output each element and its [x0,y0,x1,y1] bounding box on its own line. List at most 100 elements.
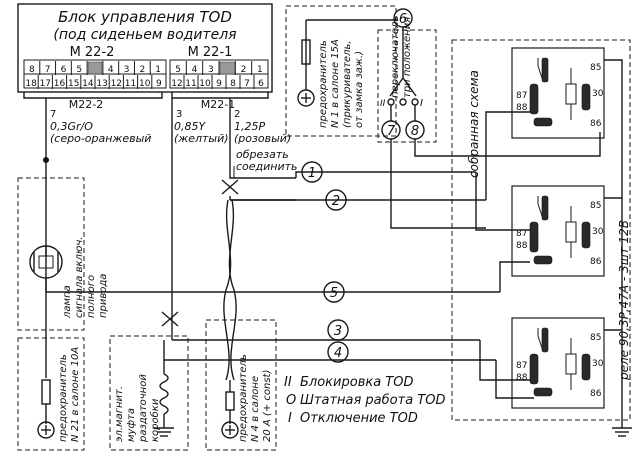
relay-2-pin-87 [529,221,539,253]
left-bot-pin-17: 17 [40,79,51,89]
left-top-pin-6: 6 [61,65,67,75]
left-bot-pin-18: 18 [25,79,37,89]
lamp-line3: полного [86,275,97,318]
ecu-title-line1: Блок управления TOD [58,8,232,26]
relay-3-pin-30 [581,353,591,381]
wire-7-number: 7 [50,109,56,120]
relay-3-pin-87 [529,353,539,385]
line-3-label: 3 [334,324,342,339]
legend-sym-2: O [286,393,296,408]
legend-text-1: Блокировка TOD [300,375,413,390]
left-top-pin-2: 2 [139,65,145,75]
fuse-4-element [225,391,235,411]
relay-3-label-85: 85 [590,333,601,343]
plug-right-label: M22-1 [201,98,235,111]
left-bot-pin-13: 13 [96,79,107,89]
switch-pin-right: 8 [411,124,419,139]
left-top-pin-8: 8 [29,65,35,75]
ecu-conn-left-label: M 22-2 [70,45,115,60]
lamp-line2: сигнала включ. [74,237,85,318]
right-bot-pin-10: 10 [199,79,211,89]
plug-right [171,92,269,99]
line-2-label: 2 [332,194,340,209]
fuse-4-line1: предохранитель [238,354,249,442]
left-bot-pin-12: 12 [111,79,122,89]
right-top-pin-4: 4 [192,65,198,75]
relay-1-pin-86-bar [533,117,553,127]
left-bot-pin-10: 10 [139,79,151,89]
relay-1-label-85: 85 [590,63,601,73]
left-bot-pin-9: 9 [156,79,162,89]
switch-label-line2: три положения [402,17,413,98]
relay-wire-2 [485,111,530,200]
fuse-21-branch: предохранитель N 21 в салоне 10А [17,337,85,451]
switch-label-line1: переключатель [390,16,401,98]
left-top-pin-7: 7 [45,65,51,75]
ecu-wires: 7 0,3Gr/O (серо-оранжевый 3 0,85Y (желты… [43,98,298,381]
clutch-line1: эл.магнит. [114,386,125,442]
left-top-pin-4: 4 [108,65,114,75]
relay-2-label-88: 88 [516,241,528,251]
cut-note-line1: обрезать [236,148,289,161]
right-bot-pin-11: 11 [185,79,196,89]
line-5-label: 5 [330,286,338,301]
relay-3-label-86: 86 [590,389,602,399]
right-bot-pin-9: 9 [216,79,222,89]
relay-1-pin-87 [529,83,539,115]
left-top-pin-5: 5 [76,65,82,75]
relay-2-label-30: 30 [592,227,604,237]
left-top-pin-1: 1 [155,65,161,75]
relay-2-pin-30 [581,221,591,249]
clutch-branch: эл.магнит. муфта раздаточной коробки [109,335,189,451]
right-bot-pin-12: 12 [171,79,182,89]
clutch-line4: коробки [149,398,161,442]
cut-note-line2: соединить [236,160,298,173]
switch-pin-left: 7 [387,124,396,139]
relay-1-pin-30 [581,83,591,111]
fuse-4-line2: N 4 в салоне [250,376,261,442]
left-bot-pin-16: 16 [54,79,66,89]
plug-left [23,92,163,99]
fuse-21-line2: N 21 в салоне 10А [70,347,81,442]
wire-2-color: (розовый) [234,132,291,145]
right-bot-pin-8: 8 [230,79,236,89]
wire-2-spec: 1,25P [234,120,265,133]
relay-wire-6 [604,59,623,400]
plug-left-label: M22-2 [69,98,103,111]
relay-wire-4 [479,340,530,381]
wire-3-spec: 0,85Y [174,120,206,133]
relay-3-label-88: 88 [516,373,528,383]
left-bot-pin-14: 14 [82,79,94,89]
fuse-4-supply-icon [221,421,239,439]
relay-wire-1 [475,172,530,231]
switch-pin-top: 6 [399,12,407,27]
fuse-21-supply-icon [37,421,55,439]
wire-2-number: 2 [234,109,240,120]
relay-3-label-30: 30 [592,359,604,369]
relay-3-pin-85 [541,327,549,353]
relay-1-label-88: 88 [516,103,528,113]
fuse-1-line3: (прикуриватель, [342,40,353,128]
relay-2-label-85: 85 [590,201,601,211]
svg-text:I: I [420,98,423,109]
signal-lines: 1 2 5 3 4 [45,160,500,363]
clutch-line3: раздаточной [138,374,149,443]
fuse-1-line4: от замка заж.) [354,51,365,128]
wire-7-spec: 0,3Gr/O [50,120,93,133]
relay-3-pin-86-bar [533,387,553,397]
relay-wire-9 [390,150,486,229]
right-top-pin-1: 1 [257,65,263,75]
clutch-coil-icon [159,373,169,415]
ecu-block: Блок управления TOD (под сиденьем водите… [17,3,273,111]
relay-wire-10 [414,132,601,157]
